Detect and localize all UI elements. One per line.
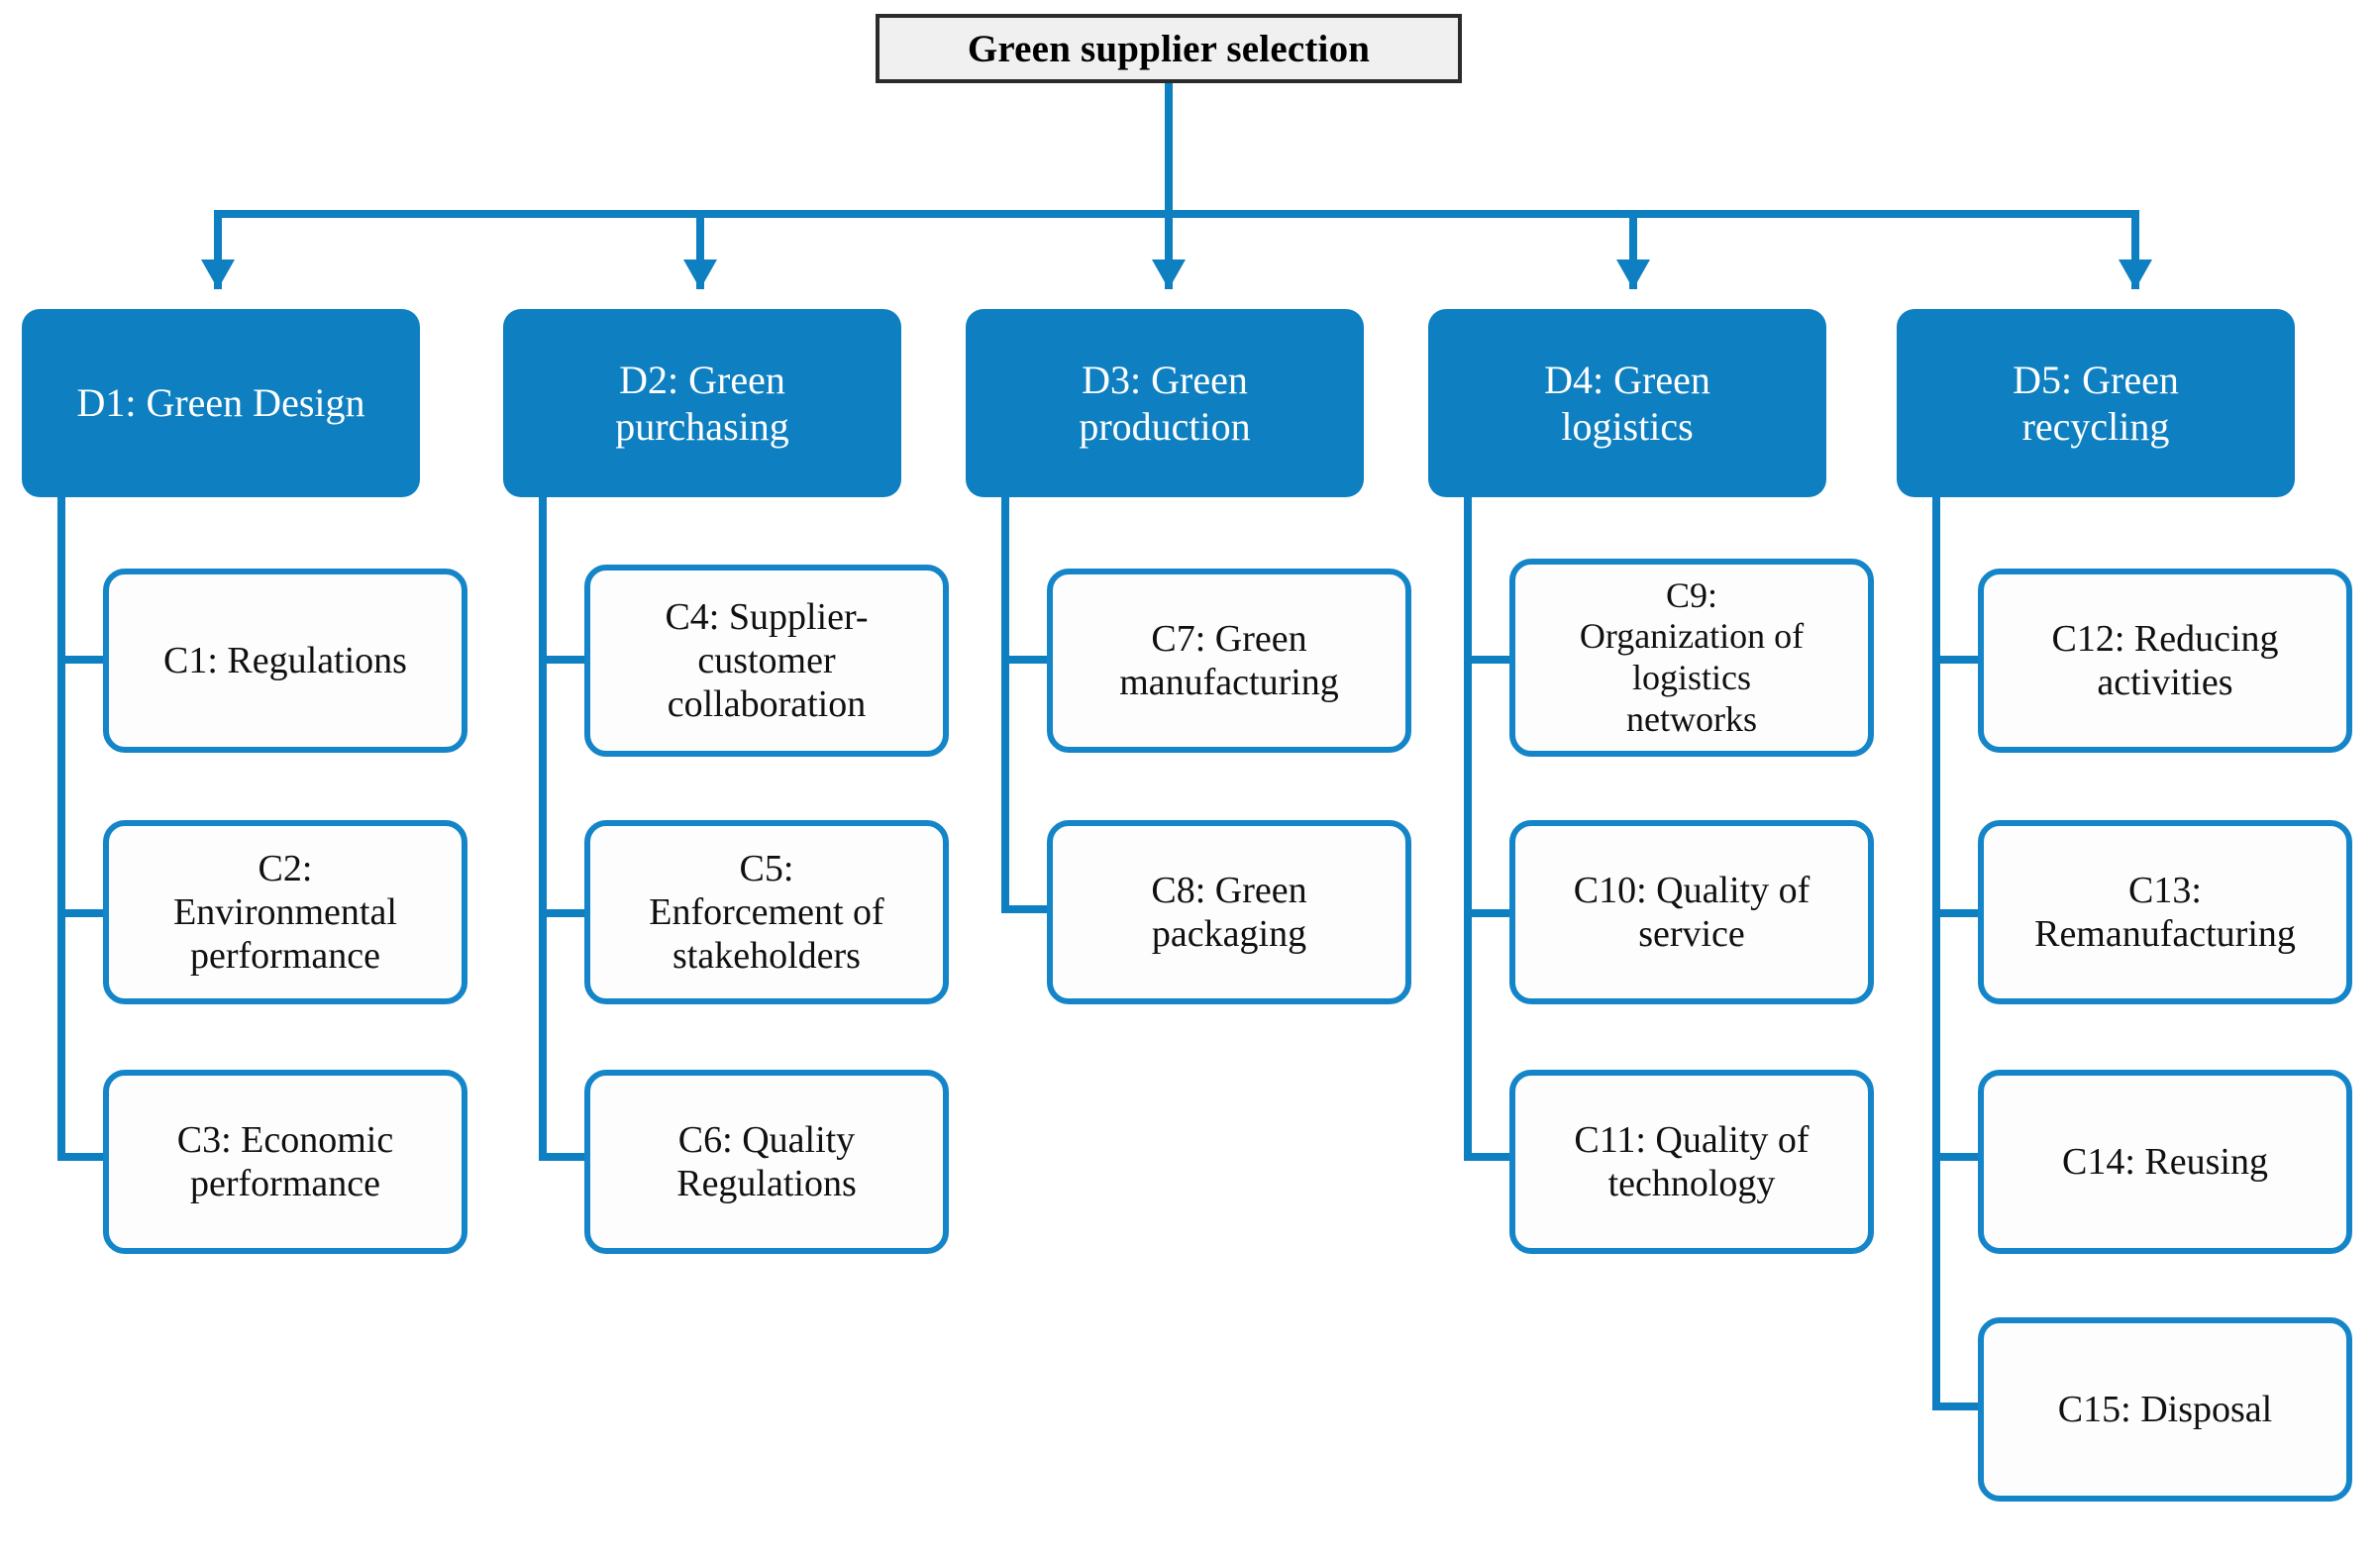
arrowhead-d4 [1616,260,1650,289]
connector-stub-c12 [1932,656,1982,664]
connector-drop-d1 [214,210,222,289]
connector-stub-c10 [1464,909,1513,917]
connector-root-stem [1165,83,1173,214]
criteria-node-c10[interactable]: C10: Quality of service [1509,820,1874,1004]
criteria-node-c13[interactable]: C13: Remanufacturing [1978,820,2352,1004]
connector-trunk-d1 [57,497,65,1161]
connector-stub-c11 [1464,1153,1513,1161]
connector-trunk-d2 [539,497,547,1161]
criteria-node-c1[interactable]: C1: Regulations [103,569,467,753]
criteria-node-c8[interactable]: C8: Green packaging [1047,820,1411,1004]
dimension-node-d3[interactable]: D3: Green production [966,309,1364,497]
criteria-node-c6[interactable]: C6: Quality Regulations [584,1070,949,1254]
connector-stub-c3 [57,1153,107,1161]
connector-drop-d5 [2131,210,2139,289]
criteria-node-c5[interactable]: C5: Enforcement of stakeholders [584,820,949,1004]
criteria-node-c11[interactable]: C11: Quality of technology [1509,1070,1874,1254]
arrowhead-d3 [1152,260,1186,289]
connector-stub-c7 [1001,656,1051,664]
connector-stub-c8 [1001,905,1051,913]
criteria-node-c4[interactable]: C4: Supplier- customer collaboration [584,565,949,757]
criteria-node-c15[interactable]: C15: Disposal [1978,1317,2352,1502]
dimension-node-d5[interactable]: D5: Green recycling [1897,309,2295,497]
root-node-goal[interactable]: Green supplier selection [876,14,1462,83]
dimension-node-d4[interactable]: D4: Green logistics [1428,309,1826,497]
connector-stub-c14 [1932,1153,1982,1161]
connector-distribution-bus [214,210,2139,218]
connector-trunk-d3 [1001,497,1009,913]
connector-stub-c5 [539,909,588,917]
connector-drop-d4 [1629,210,1637,289]
arrowhead-d5 [2119,260,2152,289]
arrowhead-d1 [201,260,235,289]
dimension-node-d2[interactable]: D2: Green purchasing [503,309,901,497]
connector-stub-c6 [539,1153,588,1161]
connector-trunk-d4 [1464,497,1472,1161]
connector-stub-c2 [57,909,107,917]
connector-stub-c9 [1464,656,1513,664]
criteria-node-c9[interactable]: C9: Organization of logistics networks [1509,559,1874,757]
criteria-node-c7[interactable]: C7: Green manufacturing [1047,569,1411,753]
connector-drop-d2 [696,210,704,289]
criteria-node-c3[interactable]: C3: Economic performance [103,1070,467,1254]
connector-drop-d3 [1165,210,1173,289]
connector-trunk-d5 [1932,497,1940,1410]
criteria-node-c12[interactable]: C12: Reducing activities [1978,569,2352,753]
criteria-node-c14[interactable]: C14: Reusing [1978,1070,2352,1254]
connector-stub-c13 [1932,909,1982,917]
dimension-node-d1[interactable]: D1: Green Design [22,309,420,497]
criteria-node-c2[interactable]: C2: Environmental performance [103,820,467,1004]
connector-stub-c15 [1932,1403,1982,1410]
connector-stub-c4 [539,656,588,664]
arrowhead-d2 [683,260,717,289]
connector-stub-c1 [57,656,107,664]
